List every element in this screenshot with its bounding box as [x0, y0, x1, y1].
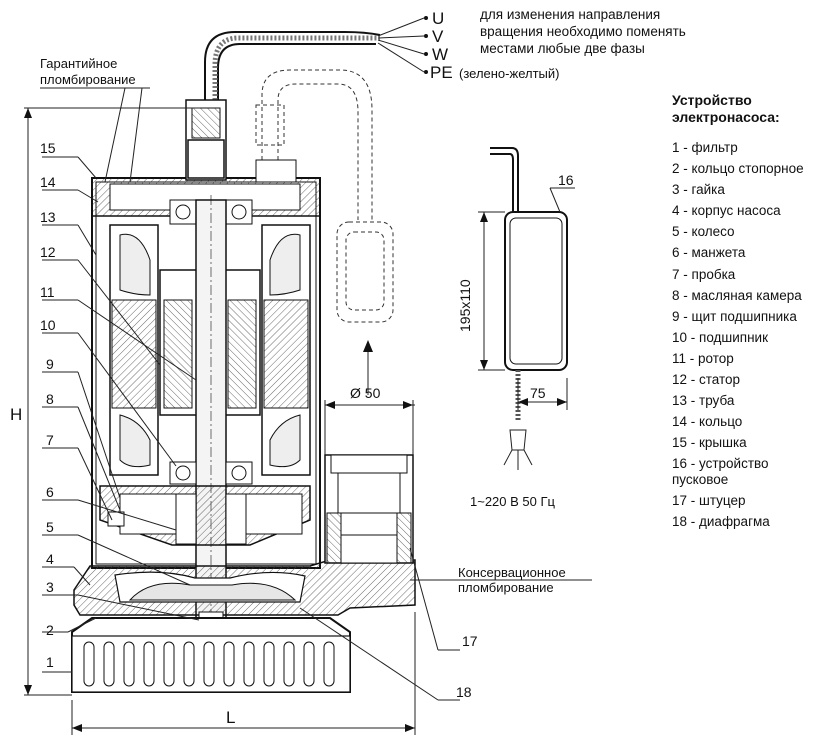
legend-item-12: 12 - статор [672, 372, 741, 388]
phase-change-note: для изменения направления вращения необх… [480, 6, 686, 57]
dimension-box-depth-label: 75 [530, 385, 546, 401]
phase-u-label: U [432, 9, 444, 28]
callout-10: 10 [40, 317, 56, 333]
legend-title: Устройство электронасоса: [672, 92, 780, 125]
warranty-seal-line-1: Гарантийное [40, 56, 117, 71]
callout-15: 15 [40, 140, 56, 156]
dimension-h [24, 107, 200, 696]
pump-housing [73, 454, 416, 631]
filter [71, 617, 351, 693]
dimension-l [71, 612, 416, 735]
filter-slot [123, 641, 135, 687]
filter-slot [143, 641, 155, 687]
legend-item-17: 17 - штуцер [672, 493, 746, 508]
legend-item-5: 5 - колесо [672, 224, 735, 240]
legend-list: 1 - фильтр 2 - кольцо стопорное 3 - гайк… [672, 140, 832, 530]
filter-slot [103, 641, 115, 687]
filter-slot [303, 641, 315, 687]
phase-note-line-2: вращения необходимо поменять [480, 24, 686, 39]
callout-13: 13 [40, 209, 56, 225]
callout-9: 9 [46, 356, 54, 372]
callout-14: 14 [40, 174, 56, 190]
dimension-h-label: H [10, 405, 22, 424]
conservation-seal-line-2: пломбирование [458, 580, 554, 595]
callout-4: 4 [46, 551, 54, 567]
filter-slot [243, 641, 255, 687]
filter-slot [283, 641, 295, 687]
callout-18: 18 [456, 684, 472, 700]
warranty-seal-line-2: пломбирование [40, 72, 136, 87]
callout-7: 7 [46, 432, 54, 448]
callout-8: 8 [46, 391, 54, 407]
legend-item-6: 6 - манжета [672, 245, 746, 261]
legend-item-7: 7 - пробка [672, 266, 736, 282]
filter-slot [83, 641, 95, 687]
power-cable [204, 16, 428, 100]
starter-device [478, 147, 568, 470]
filter-slot [183, 641, 195, 687]
callout-6: 6 [46, 484, 54, 500]
legend-item-4: 4 - корпус насоса [672, 203, 781, 219]
callout-2: 2 [46, 622, 54, 638]
phase-v-label: V [432, 27, 444, 46]
callout-3: 3 [46, 579, 54, 595]
dimension-diameter-label: Ø 50 [350, 385, 381, 401]
legend-item-10: 10 - подшипник [672, 329, 768, 345]
parts-legend: Устройство электронасоса: 1 - фильтр 2 -… [672, 92, 832, 535]
callout-16: 16 [558, 172, 574, 188]
phase-note-line-3: местами любые две фазы [480, 41, 645, 56]
callout-leaders [42, 156, 575, 701]
filter-slot [323, 641, 335, 687]
filter-slot [223, 641, 235, 687]
legend-item-15: 15 - крышка [672, 435, 747, 451]
legend-item-1: 1 - фильтр [672, 140, 738, 155]
power-label: 1~220 В 50 Гц [470, 494, 556, 509]
callout-12: 12 [40, 244, 56, 260]
legend-item-14: 14 - кольцо [672, 414, 743, 430]
callout-11: 11 [40, 284, 55, 300]
phase-pe-label: PE [430, 63, 453, 82]
phase-w-label: W [432, 45, 448, 64]
phase-pe-note: (зелено-желтый) [459, 66, 559, 81]
legend-item-3: 3 - гайка [672, 182, 725, 198]
legend-item-2: 2 - кольцо стопорное [672, 161, 804, 177]
filter-slot [263, 641, 275, 687]
dimension-box-size-label: 195x110 [457, 279, 473, 332]
callout-17: 17 [462, 633, 478, 649]
legend-item-11: 11 - ротор [672, 350, 734, 366]
filter-slot [163, 641, 175, 687]
dimension-diameter [324, 400, 415, 455]
phase-note-line-1: для изменения направления [480, 7, 661, 22]
dimension-l-label: L [226, 708, 235, 727]
callout-5: 5 [46, 519, 54, 535]
legend-item-9: 9 - щит подшипника [672, 308, 797, 324]
pump-body [91, 99, 321, 625]
legend-item-16: 16 - устройство пусковое [672, 456, 769, 487]
float-switch [255, 69, 394, 395]
legend-item-8: 8 - масляная камера [672, 287, 802, 303]
legend-item-13: 13 - труба [672, 393, 735, 409]
legend-item-18: 18 - диафрагма [672, 514, 770, 530]
callout-1: 1 [46, 654, 54, 670]
conservation-seal-line-1: Консервационное [458, 565, 566, 580]
filter-slot [203, 641, 215, 687]
